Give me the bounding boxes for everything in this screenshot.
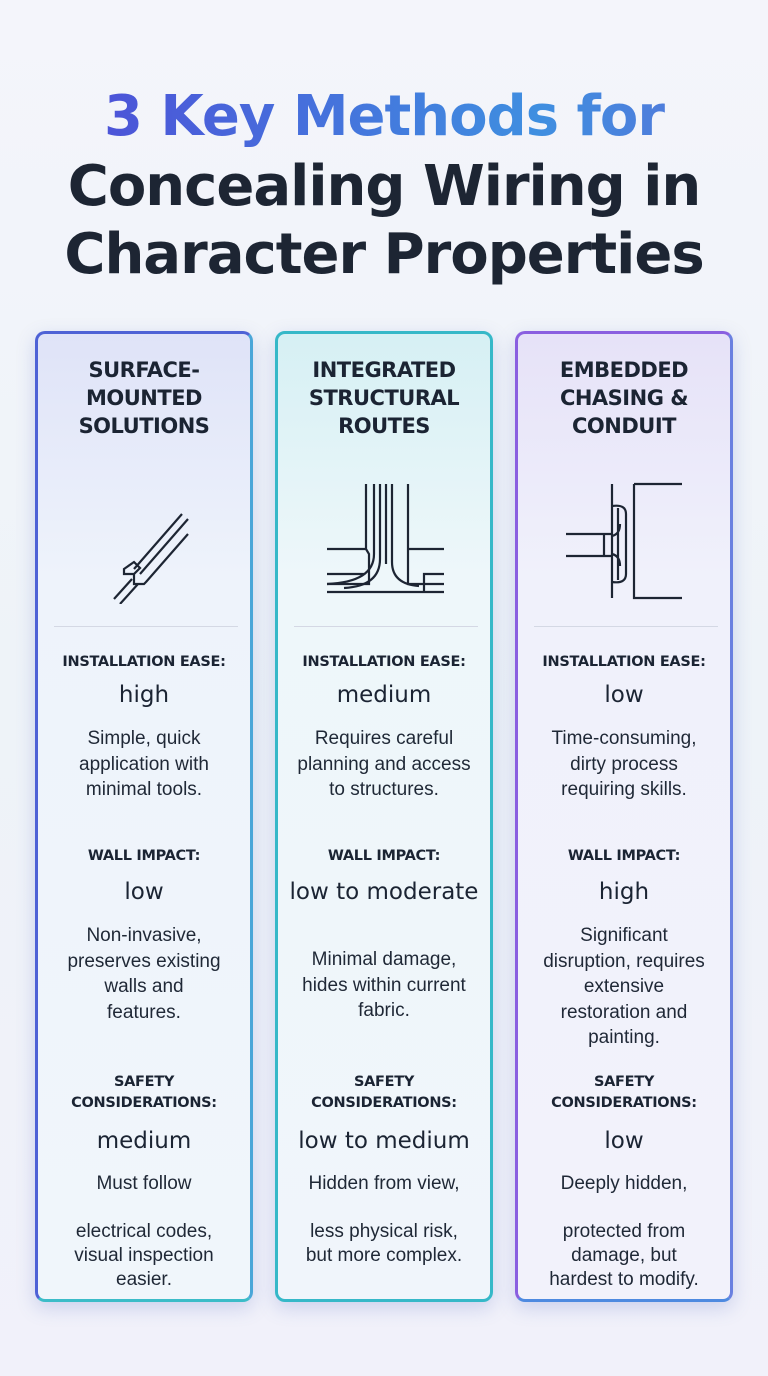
card-embedded-chasing: EMBEDDED CHASING & CONDUIT INSTALLATION … xyxy=(515,331,733,1302)
safety-label: SAFETY CONSIDERATIONS: xyxy=(71,1074,217,1111)
installation-ease-desc: Requires careful planning and access to … xyxy=(297,728,471,800)
safety-value: medium xyxy=(96,1128,192,1154)
structural-route-icon xyxy=(326,484,444,594)
installation-ease-value: low xyxy=(604,682,644,708)
wall-impact-desc: Non-invasive, preserves existing walls a… xyxy=(67,925,221,1023)
wall-impact-label: WALL IMPACT: xyxy=(327,848,441,864)
safety-value: low xyxy=(604,1128,644,1154)
card-integrated-structural: INTEGRATED STRUCTURAL ROUTES INSTALLATIO… xyxy=(275,331,493,1302)
installation-ease-desc: Simple, quick application with minimal t… xyxy=(79,728,209,800)
divider xyxy=(534,626,718,627)
installation-ease-value: high xyxy=(118,682,170,708)
card-header: INTEGRATED STRUCTURAL ROUTES xyxy=(308,358,460,438)
wall-impact-value: low to moderate xyxy=(289,879,479,905)
safety-desc: Must follow electrical codes, visual ins… xyxy=(74,1173,214,1290)
card-surface-mounted: SURFACE- MOUNTED SOLUTIONS INSTALLATION … xyxy=(35,331,253,1302)
embedded-conduit-icon xyxy=(566,482,682,600)
installation-ease-desc: Time-consuming, dirty process requiring … xyxy=(551,728,697,800)
wall-impact-label: WALL IMPACT: xyxy=(87,848,201,864)
safety-label: SAFETY CONSIDERATIONS: xyxy=(551,1074,697,1111)
title-line-1: 3 Key Methods for xyxy=(0,82,768,152)
installation-ease-value: medium xyxy=(336,682,432,708)
installation-ease-label: INSTALLATION EASE: xyxy=(62,654,226,670)
installation-ease-label: INSTALLATION EASE: xyxy=(302,654,466,670)
safety-desc: Deeply hidden, protected from damage, bu… xyxy=(549,1173,699,1290)
safety-desc: Hidden from view, less physical risk, bu… xyxy=(305,1173,463,1266)
installation-ease-label: INSTALLATION EASE: xyxy=(542,654,706,670)
wall-impact-value: low xyxy=(124,879,164,905)
wall-impact-value: high xyxy=(598,879,650,905)
wall-impact-desc: Minimal damage, hides within current fab… xyxy=(302,949,466,1021)
surface-raceway-icon xyxy=(113,513,189,604)
title-line-2: Concealing Wiring in xyxy=(67,154,702,219)
wall-impact-desc: Significant disruption, requires extensi… xyxy=(543,925,705,1048)
safety-value: low to medium xyxy=(298,1128,470,1154)
card-header: EMBEDDED CHASING & CONDUIT xyxy=(559,358,689,438)
card-header: SURFACE- MOUNTED SOLUTIONS xyxy=(78,358,210,438)
safety-label: SAFETY CONSIDERATIONS: xyxy=(311,1074,457,1111)
wall-impact-label: WALL IMPACT: xyxy=(567,848,681,864)
title-line-3: Character Properties xyxy=(64,222,704,287)
divider xyxy=(294,626,478,627)
divider xyxy=(54,626,238,627)
